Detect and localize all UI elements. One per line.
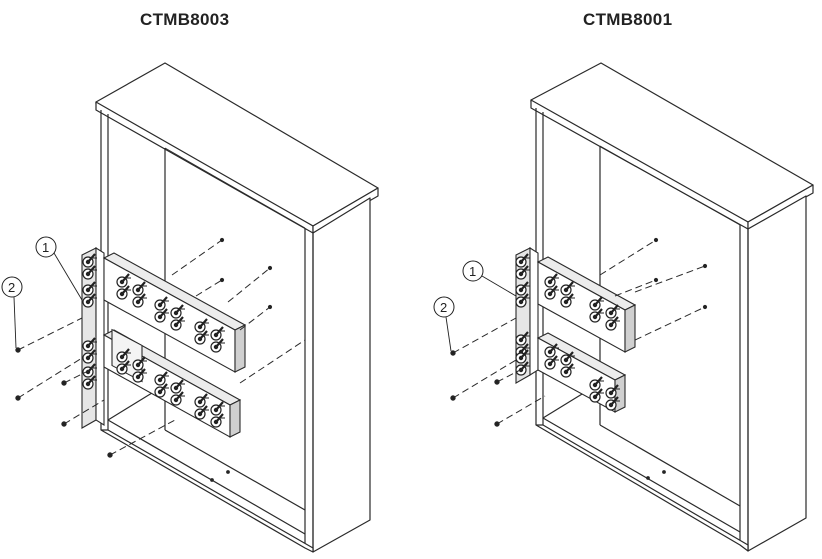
svg-text:1: 1 <box>469 264 476 279</box>
svg-text:2: 2 <box>440 300 447 315</box>
svg-text:1: 1 <box>42 240 49 255</box>
model-title-ctmb8003: CTMB8003 <box>140 10 230 29</box>
callout-2-ctmb8001: 2 <box>433 296 455 352</box>
mounting-screws-ctmb8001 <box>450 237 708 480</box>
mounting-screws-ctmb8003 <box>15 237 306 482</box>
callout-1-ctmb8003: 1 <box>35 236 83 301</box>
callout-2-ctmb8003: 2 <box>1 276 23 349</box>
enclosure-ctmb8001 <box>530 62 814 552</box>
svg-text:2: 2 <box>8 280 15 295</box>
model-title-ctmb8001: CTMB8001 <box>583 10 673 29</box>
callout-1-ctmb8001: 1 <box>462 260 517 297</box>
